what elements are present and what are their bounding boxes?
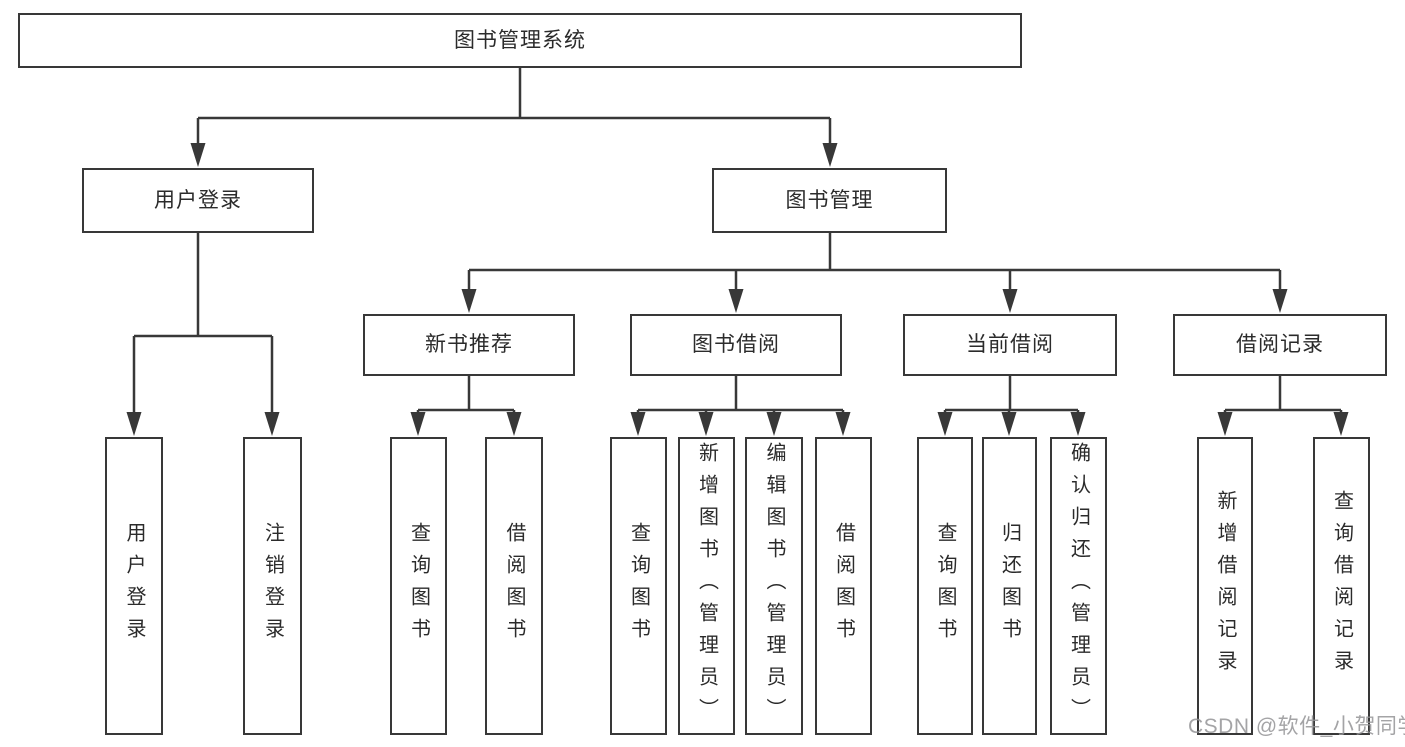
csdn-watermark: CSDN @软件_小贺同学 [1188, 715, 1405, 738]
arrow-down-icon [630, 412, 646, 436]
arrow-down-icon [1333, 412, 1349, 436]
leaf-borrow-books: 借阅图书 [815, 437, 872, 735]
leaf-user-login: 用户登录 [105, 437, 163, 735]
arrow-down-icon [410, 412, 426, 436]
leaf-query-books-borrow: 查询图书 [610, 437, 667, 735]
arrow-down-icon [264, 412, 280, 436]
node-book-management: 图书管理 [712, 168, 947, 233]
arrow-down-icon [766, 412, 782, 436]
node-user-login: 用户登录 [82, 168, 314, 233]
arrow-down-icon [461, 289, 477, 313]
node-borrowing-records: 借阅记录 [1173, 314, 1387, 376]
arrow-down-icon [728, 289, 744, 313]
node-library-management-system: 图书管理系统 [18, 13, 1022, 68]
leaf-confirm-return-admin: 确认归还（管理员） [1050, 437, 1107, 735]
leaf-borrow-books-recommend: 借阅图书 [485, 437, 543, 735]
arrow-down-icon [1272, 289, 1288, 313]
arrow-down-icon [1070, 412, 1086, 436]
arrow-down-icon [937, 412, 953, 436]
arrow-down-icon [1217, 412, 1233, 436]
node-current-borrowing: 当前借阅 [903, 314, 1117, 376]
arrow-down-icon [1002, 289, 1018, 313]
arrow-down-icon [506, 412, 522, 436]
arrow-down-icon [835, 412, 851, 436]
node-new-book-recommendation: 新书推荐 [363, 314, 575, 376]
node-book-borrowing: 图书借阅 [630, 314, 842, 376]
leaf-return-book: 归还图书 [982, 437, 1037, 735]
leaf-logout: 注销登录 [243, 437, 302, 735]
arrow-down-icon [1001, 412, 1017, 436]
arrow-down-icon [190, 143, 206, 167]
leaf-add-borrow-record: 新增借阅记录 [1197, 437, 1253, 735]
leaf-add-book-admin: 新增图书（管理员） [678, 437, 735, 735]
arrow-down-icon [698, 412, 714, 436]
leaf-query-borrow-record: 查询借阅记录 [1313, 437, 1370, 735]
arrow-down-icon [822, 143, 838, 167]
leaf-query-books-recommend: 查询图书 [390, 437, 447, 735]
leaf-query-books-current: 查询图书 [917, 437, 973, 735]
arrowheads [126, 143, 1349, 436]
leaf-edit-book-admin: 编辑图书（管理员） [745, 437, 803, 735]
arrow-down-icon [126, 412, 142, 436]
